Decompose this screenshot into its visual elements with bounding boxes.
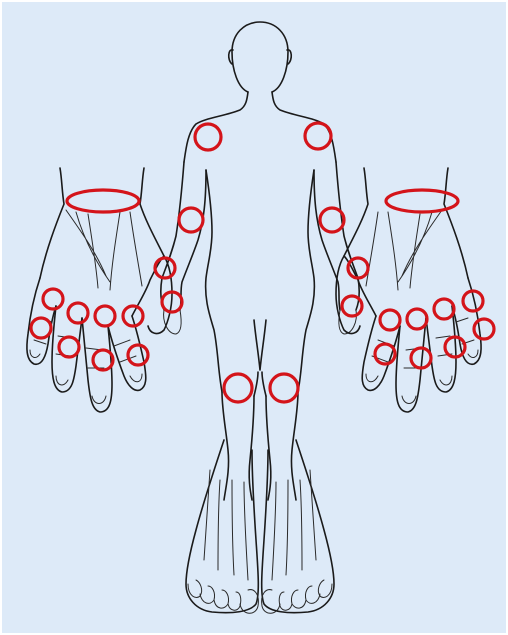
joint-markers [31,123,494,402]
left-forearm-outer [40,168,64,278]
left-palm-lines [66,210,142,290]
left-foot-toe-1 [188,580,202,598]
joint-marker-left-knee [224,374,252,402]
right-little-nail [468,350,478,357]
right-palm-lines [366,210,442,290]
joint-marker-right-shoulder [305,123,331,149]
right-middle-finger [396,318,426,412]
joint-marker-left-index-mcp [123,306,143,326]
feet-outline [186,440,334,613]
left-ring-nail [56,376,68,385]
joint-marker-left-ring-pip [59,337,79,357]
torso-right [298,170,314,392]
right-ring-nail [440,376,452,385]
joint-marker-right-thumb-ip [342,296,362,316]
joint-marker-left-little-mcp [43,289,63,309]
right-forearm-outer [444,168,468,278]
joint-marker-right-ring-mcp [434,299,454,319]
right-index-nail [366,374,378,382]
left-foot-toe-4 [228,592,241,610]
right-foot-toe-1 [318,580,332,598]
right-foot-toe-2 [305,586,320,603]
left-foot-toe-2 [200,586,215,603]
left-middle-finger [82,318,112,412]
left-small-hand [164,310,182,334]
joint-marker-right-little-pip [474,319,494,339]
right-hand-outline [336,168,481,412]
right-foot-toe-3 [291,590,306,608]
right-shin-outer [291,392,298,500]
joint-marker-left-middle-pip [93,350,113,370]
left-middle-nail [92,396,106,404]
left-foot-toe-3 [214,590,229,608]
joint-marker-right-index-mcp [380,310,400,330]
right-middle-nail [402,396,416,404]
joint-marker-left-ring-mcp [68,303,88,323]
right-forearm-inner [344,168,368,256]
body-outline [161,22,360,500]
joint-marker-left-index-pip [128,345,148,365]
left-leg-inner [254,372,258,396]
joint-marker-right-wrist [386,190,458,212]
left-foot [186,440,258,613]
torso-left [206,170,222,392]
left-index-nail [130,374,142,382]
left-shin-outer [222,392,229,500]
joint-marker-left-wrist [67,190,139,212]
joint-marker-right-elbow [320,208,344,232]
joint-marker-left-little-pip [31,318,51,338]
left-forearm-inner [140,168,164,256]
left-arm-inner [180,170,206,310]
head [232,22,288,92]
joint-marker-right-middle-mcp [407,309,427,329]
joint-marker-left-middle-mcp [95,306,115,326]
left-little-nail [30,350,40,357]
joint-marker-right-knee [270,374,298,402]
right-foot [262,440,334,613]
right-foot-toe-4 [279,592,292,610]
joint-marker-left-shoulder [195,124,221,150]
right-leg-inner [262,372,266,396]
crotch [254,320,266,370]
joint-marker-left-elbow [179,208,203,232]
